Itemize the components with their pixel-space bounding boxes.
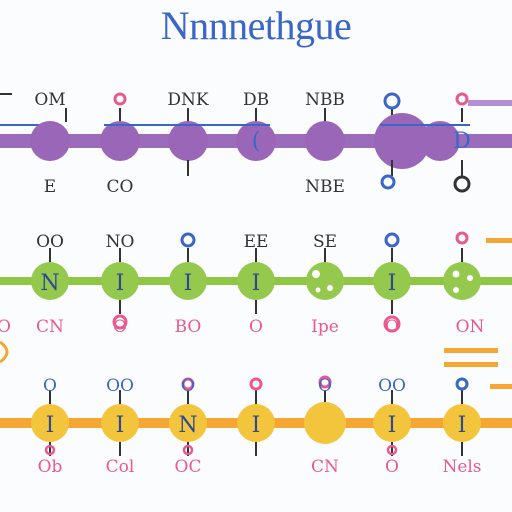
node xyxy=(373,404,411,442)
top-label: DB xyxy=(243,90,269,110)
top-label: DNK xyxy=(167,90,209,110)
node xyxy=(305,121,345,161)
bottom-label: Ob xyxy=(38,457,63,477)
diagram-title: Nnnnethgue xyxy=(160,3,352,48)
bottom-label: O xyxy=(385,317,399,337)
bottom-label: Ipe xyxy=(311,317,339,337)
row-orange xyxy=(0,375,512,456)
bottom-label: Col xyxy=(106,457,135,477)
top-label: NBB xyxy=(305,90,345,110)
right-tab xyxy=(486,238,512,243)
node-label: I xyxy=(388,413,397,438)
bottom-label: OC xyxy=(175,457,202,477)
node-label: N xyxy=(40,271,59,296)
node-label: I xyxy=(116,271,125,296)
node xyxy=(169,404,207,442)
node xyxy=(100,121,140,161)
top-label: NO xyxy=(106,232,135,252)
top-label: OO xyxy=(378,376,406,396)
node xyxy=(169,262,207,300)
bottom-marker-circle xyxy=(453,175,471,193)
node xyxy=(443,404,481,442)
node-label: I xyxy=(116,413,125,438)
node xyxy=(306,262,344,300)
right-bars xyxy=(444,348,512,389)
node xyxy=(31,262,69,300)
node xyxy=(101,262,139,300)
row-purple xyxy=(0,92,512,193)
node xyxy=(101,404,139,442)
node-label: I xyxy=(46,413,55,438)
node xyxy=(420,121,460,161)
top-label: OO xyxy=(106,376,134,396)
bottom-label: CN xyxy=(36,317,64,337)
purple-nodes xyxy=(30,113,460,169)
node xyxy=(237,404,275,442)
bottom-label: CO xyxy=(107,177,134,197)
node-label: D xyxy=(453,129,471,154)
node xyxy=(31,404,69,442)
node xyxy=(374,113,430,169)
node-label: I xyxy=(252,271,261,296)
node xyxy=(304,402,346,444)
node-label: ( xyxy=(252,129,261,154)
node xyxy=(237,262,275,300)
node xyxy=(30,121,70,161)
node-label: I xyxy=(458,413,467,438)
bottom-label: CN xyxy=(311,457,339,477)
top-label: OM xyxy=(34,90,65,110)
bottom-label: O xyxy=(249,317,263,337)
yellow-nodes xyxy=(31,402,481,444)
top-label: O xyxy=(43,376,57,396)
node xyxy=(443,262,481,300)
node-label: I xyxy=(252,413,261,438)
left-arc xyxy=(0,340,9,364)
right-tab xyxy=(468,100,512,106)
bottom-marker-circle xyxy=(380,174,396,190)
top-label: SE xyxy=(313,232,337,252)
bottom-label: O xyxy=(113,317,127,337)
node-label: N xyxy=(178,413,197,438)
top-marker-circles xyxy=(113,92,469,110)
bottom-label: NBE xyxy=(305,177,345,197)
top-label: O xyxy=(318,376,332,396)
node-label: I xyxy=(184,271,193,296)
bottom-label: BO xyxy=(175,317,202,337)
top-label: OO xyxy=(36,232,64,252)
top-label: O xyxy=(181,376,195,396)
row-green xyxy=(0,231,512,333)
bottom-label: ON xyxy=(456,317,485,337)
bottom-label: O xyxy=(385,457,399,477)
node xyxy=(168,121,208,161)
bottom-label: Nels xyxy=(442,457,481,477)
node-label: I xyxy=(388,271,397,296)
node xyxy=(373,262,411,300)
bottom-label: O xyxy=(0,317,11,337)
node xyxy=(236,121,276,161)
bottom-label: E xyxy=(44,177,56,197)
top-label: EE xyxy=(244,232,269,252)
